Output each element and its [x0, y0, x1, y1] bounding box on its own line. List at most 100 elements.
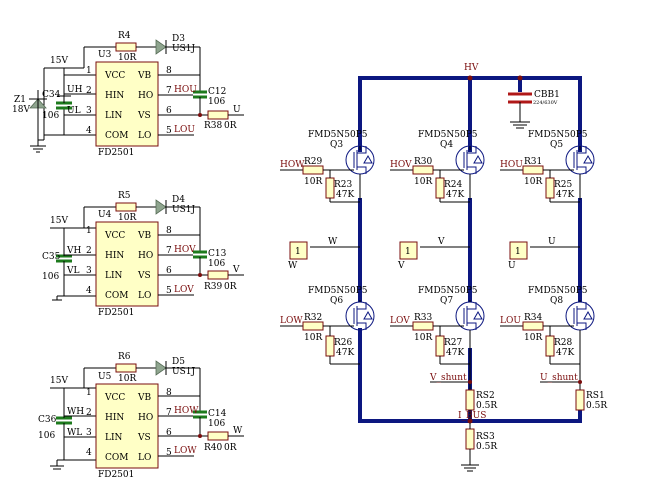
- svg-text:1: 1: [86, 226, 92, 236]
- svg-text:VCC: VCC: [104, 393, 125, 403]
- rg-high-val: 10R: [304, 177, 322, 187]
- svg-text:7: 7: [166, 246, 172, 256]
- shunt-total-ref: RS3: [476, 432, 495, 442]
- mos-part: FMD5N50P5: [418, 130, 478, 140]
- ibus-net: I_BUS: [458, 411, 486, 421]
- svg-text:8: 8: [166, 226, 172, 236]
- mos-part: FMD5N50P5: [528, 286, 588, 296]
- driver-u3: 15V Z1 18V C34 106 UH UL 1 2 3 4 VCC HIN…: [12, 31, 244, 158]
- svg-text:8: 8: [166, 388, 172, 398]
- svg-text:2: 2: [86, 408, 92, 418]
- gate-high-net: HOU: [500, 160, 523, 170]
- res-value: 0R: [224, 443, 237, 453]
- hin-net: UH: [67, 85, 83, 95]
- q-high-ref: Q5: [550, 140, 563, 150]
- ic-ref: U4: [98, 210, 112, 220]
- resistor-icon: [302, 321, 324, 331]
- diode-part: US1J: [172, 205, 195, 215]
- resistor-icon: [207, 270, 229, 280]
- svg-text:2: 2: [86, 246, 92, 256]
- q-low-ref: Q8: [550, 296, 563, 306]
- diode-icon: [155, 199, 167, 215]
- rgs-high-val: 47K: [446, 190, 464, 200]
- phase-connector[interactable]: [399, 241, 418, 260]
- res-value: 0R: [224, 121, 237, 131]
- rgs-high-ref: R25: [554, 180, 573, 190]
- phase-net: W: [328, 237, 338, 247]
- svg-text:3: 3: [86, 106, 92, 116]
- driver-ic: [95, 61, 159, 147]
- lo-net: LOW: [174, 446, 197, 456]
- lin-net: VL: [66, 266, 79, 276]
- out-net: W: [233, 426, 243, 436]
- svg-text:7: 7: [166, 86, 172, 96]
- res-value: 0R: [224, 282, 237, 292]
- cap-value: 106: [38, 431, 55, 441]
- supply-label: 15V: [50, 56, 68, 66]
- resistor-icon: [302, 165, 324, 175]
- shunt-ref: RS1: [586, 391, 605, 401]
- resistor-icon: [545, 335, 555, 357]
- cap-value: 106: [42, 272, 59, 282]
- rg-low-ref: R32: [304, 313, 322, 323]
- out-net: U: [233, 105, 241, 115]
- svg-text:4: 4: [86, 448, 92, 458]
- rg-high-ref: R29: [304, 157, 323, 167]
- svg-text:COM: COM: [105, 131, 128, 141]
- resistor-icon: [412, 321, 434, 331]
- rgs-low-val: 47K: [336, 348, 354, 358]
- q-low-ref: Q6: [330, 296, 343, 306]
- svg-text:COM: COM: [105, 453, 128, 463]
- resistor-icon: [325, 177, 335, 199]
- hin-net: WH: [67, 407, 84, 417]
- rgs-high-val: 47K: [336, 190, 354, 200]
- cap-ref: C13: [208, 249, 227, 259]
- resistor-icon: [435, 335, 445, 357]
- leg-w: FMD5N50P5 Q3 HOW R29 10R R23 47K 1 W W: [280, 130, 375, 365]
- rg-low-val: 10R: [524, 333, 542, 343]
- cap-ref: C36: [38, 415, 57, 425]
- lin-net: WL: [67, 428, 82, 438]
- cap-ref: C12: [208, 87, 226, 97]
- rgs-low-ref: R26: [334, 338, 353, 348]
- diode-ref: D4: [172, 195, 185, 205]
- rgs-low-val: 47K: [556, 348, 574, 358]
- resistor-icon: [207, 110, 229, 120]
- svg-text:VB: VB: [137, 393, 151, 403]
- diode-part: US1J: [172, 367, 195, 377]
- svg-text:5: 5: [166, 126, 172, 136]
- ic-part: FD2501: [98, 308, 134, 318]
- svg-text:COM: COM: [105, 291, 128, 301]
- three-phase-bridge: HV CBB1 224/630V FMD5N50P5 Q3 HOW R29 10…: [280, 63, 607, 472]
- driver-ic: [95, 221, 159, 307]
- svg-text:HIN: HIN: [105, 413, 124, 423]
- gate-high-net: HOW: [280, 160, 305, 170]
- rgs-low-ref: R28: [554, 338, 573, 348]
- supply-label: 15V: [50, 376, 68, 386]
- shunt-val: 0.5R: [586, 401, 607, 411]
- res-ref: R6: [118, 352, 131, 362]
- rg-high-val: 10R: [414, 177, 432, 187]
- svg-text:5: 5: [166, 286, 172, 296]
- diode-ref: D3: [172, 34, 185, 44]
- svg-text:2: 2: [86, 86, 92, 96]
- cap-ref: C34: [42, 90, 61, 100]
- leg-v: FMD5N50P5 Q4 HOV R30 10R R24 47K 1 V V F…: [390, 130, 497, 421]
- shunt-ref: RS2: [476, 391, 495, 401]
- ic-part: FD2501: [98, 470, 134, 480]
- resistor-icon: [115, 363, 137, 373]
- ho-net: HOW: [174, 406, 199, 416]
- svg-text:1: 1: [86, 388, 92, 398]
- svg-text:6: 6: [166, 106, 172, 116]
- phase-connector[interactable]: [509, 241, 528, 260]
- rg-low-ref: R33: [414, 313, 433, 323]
- rgs-high-ref: R23: [334, 180, 353, 190]
- rg-low-val: 10R: [304, 333, 322, 343]
- phase-connector[interactable]: [289, 241, 308, 260]
- mos-part: FMD5N50P5: [308, 130, 368, 140]
- res-value: 10R: [118, 53, 136, 63]
- svg-text:HO: HO: [138, 251, 153, 261]
- resistor-icon: [465, 389, 475, 411]
- svg-text:VS: VS: [137, 433, 151, 443]
- shunt-total-val: 0.5R: [476, 442, 497, 452]
